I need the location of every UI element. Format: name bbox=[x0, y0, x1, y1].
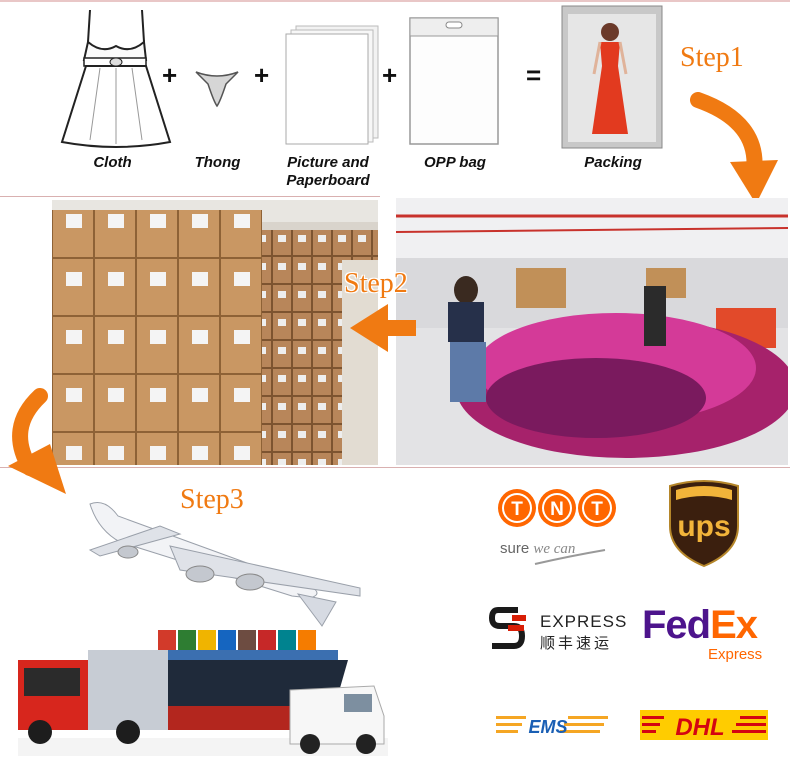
warehouse-boxes-photo bbox=[52, 200, 378, 465]
label-cloth: Cloth bbox=[93, 154, 132, 171]
sf-express-text: EXPRESS bbox=[540, 612, 628, 631]
step1-arrow bbox=[690, 92, 778, 204]
svg-text:T: T bbox=[591, 499, 603, 520]
sf-chinese-text: 顺丰速运 bbox=[540, 634, 613, 652]
paperboard-image bbox=[285, 25, 379, 145]
step3-arrow bbox=[8, 388, 66, 494]
fedex-logo: FedEx bbox=[642, 603, 758, 647]
fedex-fed: Fed bbox=[642, 603, 711, 647]
equals-sign: = bbox=[526, 60, 542, 90]
airplane-image bbox=[88, 502, 361, 627]
svg-text:N: N bbox=[550, 499, 564, 520]
factory-workers-photo bbox=[396, 198, 788, 465]
ups-logo: ups bbox=[669, 480, 739, 568]
svg-text:T: T bbox=[511, 499, 523, 520]
top-border bbox=[0, 0, 790, 2]
dhl-logo: DHL bbox=[640, 710, 768, 740]
label-picture-paperboard: Picture and Paperboard bbox=[286, 154, 370, 189]
packing-photo bbox=[561, 5, 663, 149]
sf-logo-mark bbox=[488, 607, 526, 649]
svg-text:EMS: EMS bbox=[528, 717, 567, 737]
step2-arrow bbox=[350, 304, 416, 352]
tnt-tagline: sure we can bbox=[500, 540, 575, 558]
label-packing: Packing bbox=[584, 154, 642, 171]
tnt-logo: T N T bbox=[498, 489, 616, 565]
label-opp-bag: OPP bag bbox=[424, 154, 486, 171]
fedex-express-text: Express bbox=[708, 646, 763, 663]
truck-ship-van-image bbox=[18, 630, 388, 756]
step1-label: Step1 bbox=[680, 42, 744, 73]
thong-image bbox=[195, 71, 239, 108]
fedex-ex: Ex bbox=[710, 603, 758, 647]
step3-label: Step3 bbox=[180, 484, 244, 515]
label-thong: Thong bbox=[194, 154, 241, 171]
tnt-tagline-sure: sure bbox=[500, 540, 530, 557]
opp-bag-image bbox=[409, 17, 499, 145]
plus-sign: + bbox=[162, 60, 178, 90]
step2-label: Step2 bbox=[344, 268, 408, 299]
svg-text:ups: ups bbox=[677, 510, 730, 543]
plus-sign: + bbox=[254, 60, 270, 90]
divider bbox=[0, 196, 380, 197]
divider bbox=[0, 467, 790, 468]
tnt-tagline-we-can: we can bbox=[533, 541, 576, 557]
dress-image bbox=[60, 9, 172, 148]
ems-logo: EMS bbox=[496, 716, 608, 737]
svg-text:DHL: DHL bbox=[675, 714, 724, 740]
plus-sign: + bbox=[382, 60, 398, 90]
